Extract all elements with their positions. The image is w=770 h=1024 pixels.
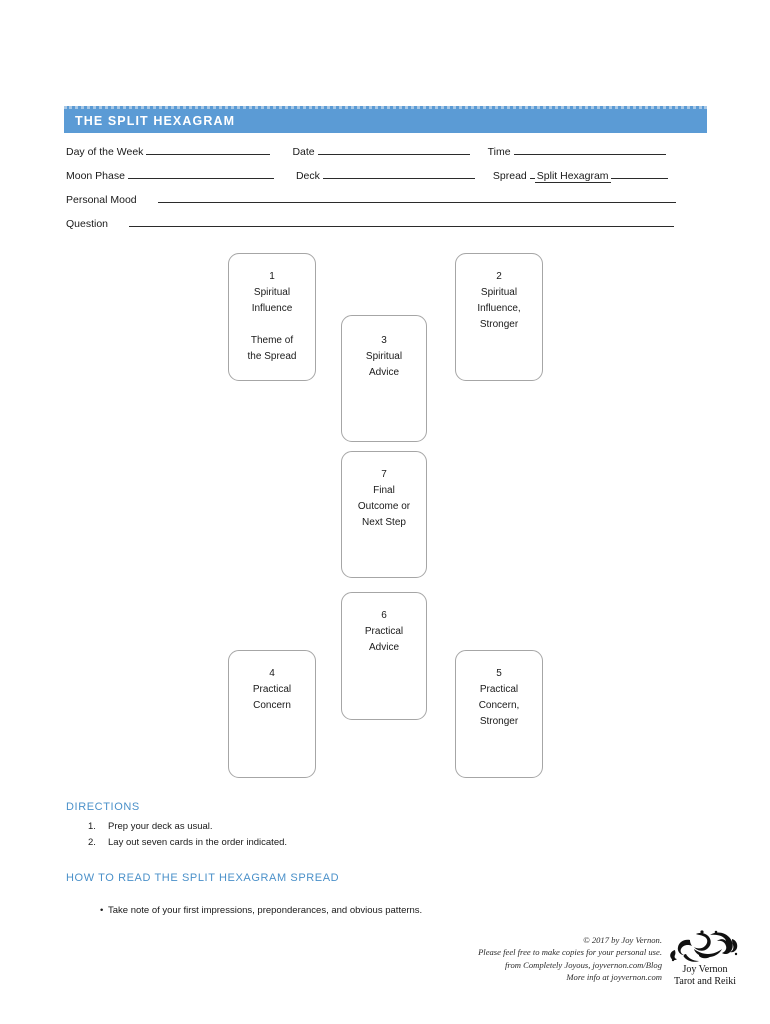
footer-line-2: Please feel free to make copies for your… (478, 947, 662, 958)
page-title-bar: THE SPLIT HEXAGRAM (64, 106, 707, 133)
list-item: 2. Lay out seven cards in the order indi… (66, 835, 287, 851)
spread-card-5-line-1: Practical (479, 684, 519, 695)
form-row-3: Personal Mood (66, 192, 691, 216)
spread-card-1-number: 1 (269, 271, 275, 282)
field-date[interactable]: Date (292, 144, 470, 158)
spread-card-6-line-1: Practical (364, 626, 404, 637)
spread-card-1-line-1: Spiritual (253, 287, 291, 298)
field-moon-phase[interactable]: Moon Phase (66, 168, 274, 182)
spread-card-1-content: 1 Spiritual Influence Theme of the Sprea… (229, 254, 315, 365)
footer-credits: © 2017 by Joy Vernon. Please feel free t… (430, 934, 662, 984)
spread-card-3[interactable]: 3 Spiritual Advice (341, 315, 427, 442)
footer-line-1: © 2017 by Joy Vernon. (583, 935, 662, 945)
spread-card-6-content: 6 Practical Advice (342, 593, 426, 656)
spread-card-2-line-1: Spiritual (480, 287, 518, 298)
form-row-1: Day of the Week Date Time (66, 144, 691, 168)
spread-card-6-line-2: Advice (368, 642, 399, 653)
spread-card-6-number: 6 (381, 610, 387, 621)
field-personal-mood-input[interactable] (157, 192, 676, 203)
spread-card-2[interactable]: 2 Spiritual Influence, Stronger (455, 253, 543, 381)
field-spread-underscore (529, 168, 535, 179)
field-date-label: Date (292, 146, 315, 158)
list-item: 1. Prep your deck as usual. (66, 819, 287, 835)
spread-card-5-number: 5 (496, 668, 502, 679)
field-deck-input[interactable] (322, 168, 475, 179)
field-spread-label: Spread (492, 170, 527, 182)
logo-name: Joy Vernon (682, 964, 728, 975)
directions-item-1-marker: 1. (88, 821, 96, 832)
spread-card-4-line-2: Concern (253, 700, 291, 711)
how-to-read-list: • Take note of your first impressions, p… (66, 903, 422, 919)
form-area: Day of the Week Date Time Moon Phase Dec… (66, 144, 691, 240)
field-time-input[interactable] (513, 144, 666, 155)
field-question-input[interactable] (129, 216, 675, 227)
directions-item-2-text: Lay out seven cards in the order indicat… (108, 837, 288, 848)
directions-heading: DIRECTIONS (66, 801, 140, 813)
field-personal-mood[interactable]: Personal Mood (66, 192, 676, 206)
spread-card-1-line-2: Influence (251, 303, 293, 314)
spread-card-5[interactable]: 5 Practical Concern, Stronger (455, 650, 543, 778)
spread-card-2-content: 2 Spiritual Influence, Stronger (456, 254, 542, 333)
logo-wordmark: Joy Vernon Tarot and Reiki (666, 964, 744, 988)
directions-list: 1. Prep your deck as usual. 2. Lay out s… (66, 819, 287, 851)
field-time-label: Time (487, 146, 511, 158)
field-date-input[interactable] (317, 144, 470, 155)
field-deck-label: Deck (295, 170, 320, 182)
spread-card-5-content: 5 Practical Concern, Stronger (456, 651, 542, 730)
field-day-of-week-label: Day of the Week (66, 146, 144, 158)
spread-card-4[interactable]: 4 Practical Concern (228, 650, 316, 778)
how-to-read-item-1-bullet: • (100, 905, 104, 916)
spread-card-1-spacer (229, 317, 315, 333)
spread-card-7-line-1: Final (373, 485, 395, 496)
field-spread[interactable]: Spread Split Hexagram (493, 168, 668, 183)
page-title: THE SPLIT HEXAGRAM (75, 114, 236, 128)
field-deck[interactable]: Deck (296, 168, 475, 182)
spread-card-7-number: 7 (381, 469, 387, 480)
spread-card-7-content: 7 Final Outcome or Next Step (342, 452, 426, 531)
field-day-of-week-input[interactable] (146, 144, 271, 155)
spread-card-3-content: 3 Spiritual Advice (342, 316, 426, 381)
spread-card-5-line-3: Stronger (479, 716, 519, 727)
list-item: • Take note of your first impressions, p… (66, 903, 422, 919)
field-question[interactable]: Question (66, 216, 675, 230)
logo-tagline: Tarot and Reiki (673, 976, 737, 987)
form-row-4: Question (66, 216, 691, 240)
field-moon-phase-input[interactable] (127, 168, 274, 179)
spread-card-1[interactable]: 1 Spiritual Influence Theme of the Sprea… (228, 253, 316, 381)
spread-card-4-number: 4 (269, 668, 275, 679)
spread-card-7-line-2: Outcome or (357, 501, 411, 512)
spread-card-2-line-2: Influence, (477, 303, 521, 314)
spread-card-1-line-3: Theme of (250, 335, 294, 346)
form-row-2: Moon Phase Deck Spread Split Hexagram (66, 168, 691, 192)
footer-line-4: More info at joyvernon.com (566, 972, 662, 983)
field-spread-input[interactable] (610, 168, 668, 179)
spread-card-4-line-1: Practical (252, 684, 292, 695)
ornamental-flourish-icon (670, 930, 738, 962)
spread-card-3-number: 3 (381, 335, 387, 346)
how-to-read-item-1-text: Take note of your first impressions, pre… (108, 905, 423, 916)
directions-item-1-text: Prep your deck as usual. (108, 821, 213, 832)
field-personal-mood-label: Personal Mood (66, 194, 137, 206)
spread-card-3-line-1: Spiritual (365, 351, 403, 362)
spread-card-6[interactable]: 6 Practical Advice (341, 592, 427, 720)
spread-card-3-line-2: Advice (368, 367, 399, 378)
field-spread-value[interactable]: Split Hexagram (534, 170, 611, 183)
spread-card-4-content: 4 Practical Concern (229, 651, 315, 714)
field-moon-phase-label: Moon Phase (66, 170, 125, 182)
how-to-read-heading: HOW TO READ THE SPLIT HEXAGRAM SPREAD (66, 872, 340, 884)
spread-card-7-line-3: Next Step (362, 517, 406, 528)
spread-card-5-line-2: Concern, (478, 700, 520, 711)
directions-item-2-marker: 2. (88, 837, 96, 848)
field-question-label: Question (66, 218, 109, 230)
spread-card-2-line-3: Stronger (479, 319, 519, 330)
brand-logo: Joy Vernon Tarot and Reiki (666, 930, 744, 992)
footer-line-3: from Completely Joyous, joyvernon.com/Bl… (505, 959, 662, 970)
spread-card-1-line-4: the Spread (247, 351, 297, 362)
spread-card-7[interactable]: 7 Final Outcome or Next Step (341, 451, 427, 578)
spread-card-2-number: 2 (496, 271, 502, 282)
field-day-of-week[interactable]: Day of the Week (66, 144, 271, 158)
field-time[interactable]: Time (488, 144, 666, 158)
